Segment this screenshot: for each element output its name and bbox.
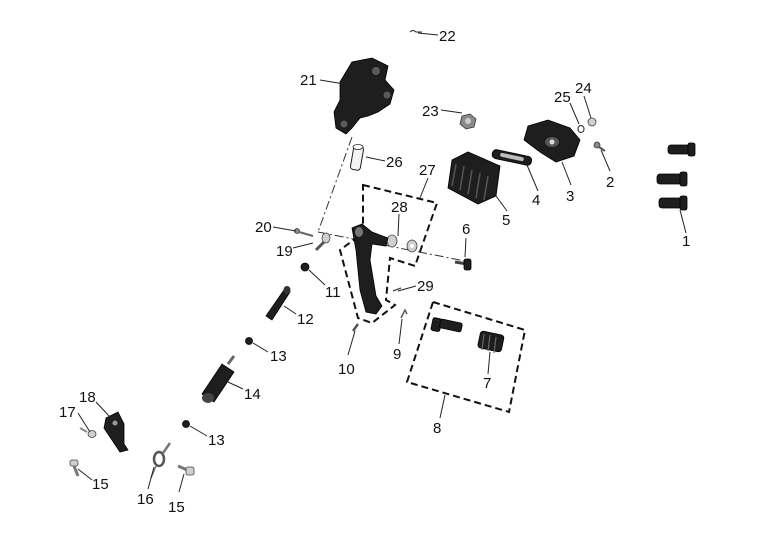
callout-16: 16: [137, 491, 154, 508]
callout-5: 5: [502, 212, 510, 229]
axis-line-pivot: [317, 231, 471, 263]
callout-8: 8: [433, 420, 441, 437]
callout-4: 4: [532, 192, 540, 209]
callout-10: 10: [338, 361, 355, 378]
callout-15-right: 15: [168, 499, 185, 516]
callout-27: 27: [419, 162, 436, 179]
callout-6: 6: [462, 221, 470, 238]
group-8-outline: [405, 300, 527, 414]
part-18-lever: [103, 411, 129, 453]
part-5-footpeg-rubber: [447, 151, 501, 205]
callout-2: 2: [606, 174, 614, 191]
part-10-pin: [351, 323, 360, 332]
callout-23: 23: [422, 103, 439, 120]
part-28-bushings: [386, 234, 418, 253]
part-13-ball-lower: [182, 420, 190, 428]
part-1-bolts: [656, 142, 696, 211]
part-8-bolt: [430, 317, 463, 333]
part-21-bracket: [333, 57, 395, 135]
axis-line-bracket: [317, 136, 353, 233]
part-14-spring: [201, 355, 236, 403]
part-17-bolt: [79, 427, 97, 438]
part-23-nut: [459, 113, 477, 130]
part-3-footpeg: [523, 119, 581, 163]
part-15-bolt-right: [177, 464, 195, 476]
callout-12: 12: [297, 311, 314, 328]
part-2-screw: [593, 141, 606, 152]
callout-26: 26: [386, 154, 403, 171]
callout-3: 3: [566, 188, 574, 205]
callout-13-lower: 13: [208, 432, 225, 449]
part-15-bolt-left: [69, 459, 80, 477]
callout-14: 14: [244, 386, 261, 403]
callout-18: 18: [79, 389, 96, 406]
part-12-rod: [265, 286, 291, 321]
part-26-sleeve: [349, 144, 365, 171]
callout-22: 22: [439, 28, 456, 45]
part-22-pin: [409, 30, 422, 33]
callout-21: 21: [300, 72, 317, 89]
part-24-ball: [587, 117, 597, 127]
callout-13-upper: 13: [270, 348, 287, 365]
part-19-bolt: [314, 232, 331, 252]
part-7-rubber: [477, 330, 505, 354]
part-9-split-pin: [400, 308, 408, 319]
callout-24: 24: [575, 80, 592, 97]
group-27-outline: [338, 183, 439, 325]
callout-29: 29: [417, 278, 434, 295]
callout-19: 19: [276, 243, 293, 260]
part-25-washer: [577, 124, 585, 134]
part-6-bolt: [454, 258, 472, 271]
leader-lines: [77, 32, 687, 493]
callout-20: 20: [255, 219, 272, 236]
callout-9: 9: [393, 346, 401, 363]
callout-11: 11: [325, 284, 341, 301]
callout-25: 25: [554, 89, 571, 106]
callout-15-left: 15: [92, 476, 109, 493]
part-29-pin: [392, 287, 402, 292]
part-20-bolt: [294, 228, 314, 237]
brake-pedal-arm: [351, 223, 389, 315]
callout-28: 28: [391, 199, 408, 216]
callout-7: 7: [483, 375, 491, 392]
part-16-rod-end: [150, 442, 172, 479]
callout-17: 17: [59, 404, 76, 421]
part-4-rubber-strip: [491, 149, 533, 166]
callout-1: 1: [682, 233, 690, 250]
part-13-ball-upper: [245, 337, 253, 345]
part-11-ball: [300, 262, 310, 272]
